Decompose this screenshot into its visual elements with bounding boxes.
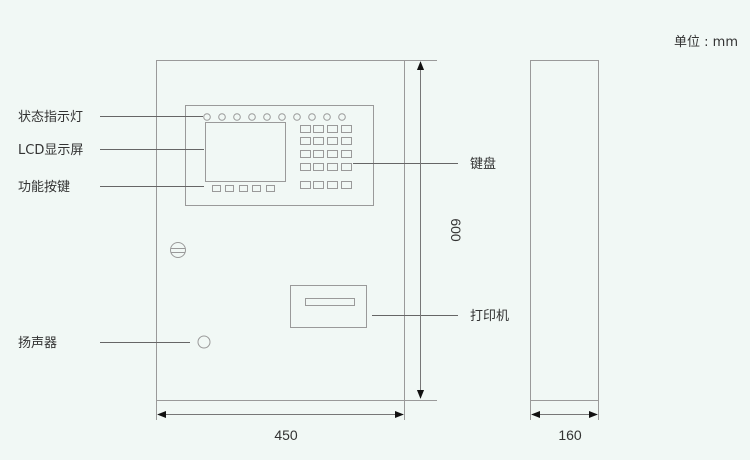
key bbox=[341, 150, 352, 158]
status-light bbox=[293, 113, 301, 121]
key bbox=[341, 125, 352, 133]
status-light bbox=[308, 113, 316, 121]
height-value: 600 bbox=[448, 218, 464, 242]
label-keypad: 键盘 bbox=[470, 156, 496, 172]
cabinet-side bbox=[530, 60, 599, 401]
function-key bbox=[225, 185, 234, 192]
depth-value: 160 bbox=[558, 427, 582, 443]
label-printer: 打印机 bbox=[470, 309, 509, 324]
function-key bbox=[266, 185, 275, 192]
status-lights bbox=[203, 113, 346, 121]
key bbox=[327, 181, 338, 189]
label-status-lights: 状态指示灯 bbox=[18, 110, 83, 125]
status-light bbox=[233, 113, 241, 121]
key bbox=[300, 137, 311, 145]
label-function-keys: 功能按键 bbox=[18, 180, 70, 195]
function-key bbox=[252, 185, 261, 192]
function-key bbox=[239, 185, 248, 192]
status-light bbox=[218, 113, 226, 121]
status-light bbox=[248, 113, 256, 121]
printer bbox=[290, 285, 367, 328]
key bbox=[300, 150, 311, 158]
key bbox=[341, 163, 352, 171]
lock-icon bbox=[170, 242, 186, 258]
printer-slot bbox=[305, 298, 355, 306]
key bbox=[327, 125, 338, 133]
key bbox=[300, 163, 311, 171]
function-keys bbox=[212, 185, 275, 192]
status-light bbox=[203, 113, 211, 121]
key bbox=[313, 125, 324, 133]
key bbox=[313, 181, 324, 189]
key bbox=[327, 150, 338, 158]
label-lcd: LCD显示屏 bbox=[18, 143, 83, 158]
key bbox=[341, 181, 352, 189]
label-speaker: 扬声器 bbox=[18, 336, 57, 351]
key bbox=[327, 137, 338, 145]
status-light bbox=[263, 113, 271, 121]
width-value: 450 bbox=[274, 427, 298, 443]
keypad bbox=[300, 125, 352, 189]
unit-label: 单位 : mm bbox=[674, 35, 738, 50]
key bbox=[341, 137, 352, 145]
control-panel bbox=[185, 105, 374, 206]
status-light bbox=[338, 113, 346, 121]
lcd-screen bbox=[205, 122, 286, 182]
key bbox=[313, 150, 324, 158]
function-key bbox=[212, 185, 221, 192]
status-light bbox=[323, 113, 331, 121]
key bbox=[313, 163, 324, 171]
cabinet-front bbox=[156, 60, 405, 401]
key bbox=[313, 137, 324, 145]
key bbox=[300, 181, 311, 189]
key bbox=[327, 163, 338, 171]
speaker bbox=[197, 335, 211, 349]
key bbox=[300, 125, 311, 133]
status-light bbox=[278, 113, 286, 121]
